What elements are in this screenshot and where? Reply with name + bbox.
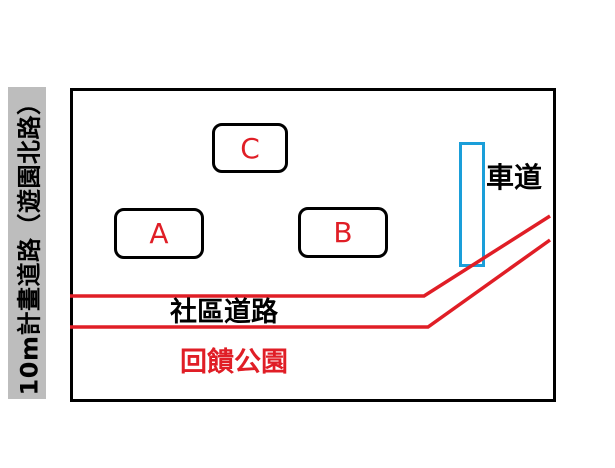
site-boundary (70, 88, 556, 402)
building-a: A (114, 208, 204, 259)
building-b-label: B (333, 216, 353, 249)
building-c: C (212, 123, 288, 173)
driveway-label: 車道 (486, 161, 543, 194)
building-c-label: C (240, 131, 260, 165)
side-road-strip (8, 87, 46, 399)
community-road-label: 社區道路 (170, 297, 278, 328)
building-a-label: A (149, 217, 169, 250)
building-b: B (298, 207, 388, 258)
community-road-lower-edge (70, 238, 552, 329)
community-road-upper-edge (70, 214, 551, 298)
park-label: 回饋公園 (180, 347, 288, 378)
